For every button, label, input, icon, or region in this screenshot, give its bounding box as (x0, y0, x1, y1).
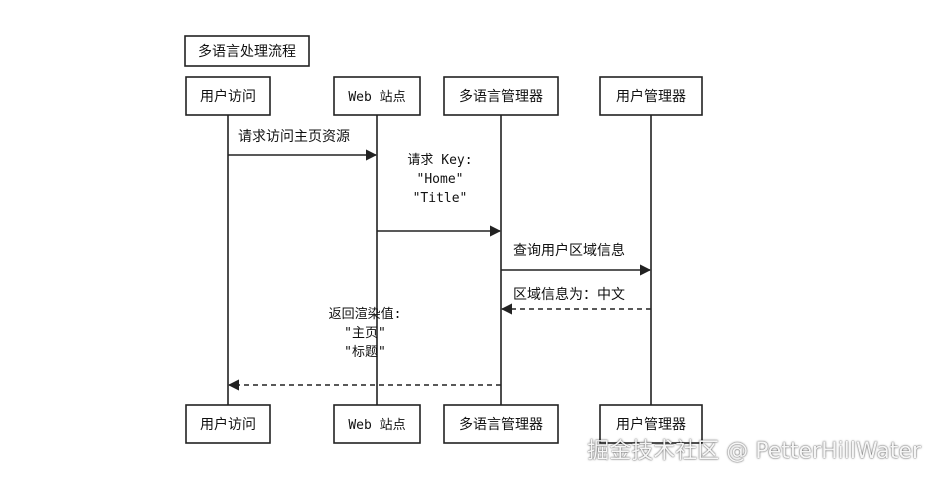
message-1: 请求访问主页资源 (228, 129, 378, 161)
watermark: 掘金技术社区 @ PetterHillWater (587, 439, 921, 464)
diagram-title: 多语言处理流程 (184, 35, 310, 67)
participant-box-web-top: Web 站点 (333, 76, 421, 116)
message-2: 请求 Key: "Home" "Title" (377, 153, 502, 237)
participant-box-usermgr-top: 用户管理器 (599, 76, 703, 116)
participant-label-i18n: 多语言管理器 (459, 416, 543, 433)
message-label-5-line-1: 返回渲染值: (329, 306, 402, 322)
diagram-title-text: 多语言处理流程 (198, 43, 296, 60)
participant-box-i18n-bottom: 多语言管理器 (443, 404, 559, 444)
message-label-4-line-1: 区域信息为：中文 (513, 286, 625, 303)
participant-box-user-bottom: 用户访问 (185, 404, 271, 444)
participant-label-usermgr: 用户管理器 (616, 416, 686, 433)
lifelines (227, 115, 652, 405)
message-5: 返回渲染值: "主页" "标题" (227, 306, 501, 391)
message-label-1-line-1: 请求访问主页资源 (238, 129, 350, 145)
participant-label-user: 用户访问 (200, 416, 256, 433)
participant-box-web-bottom: Web 站点 (333, 404, 421, 444)
participant-box-user-top: 用户访问 (185, 76, 271, 116)
participant-label-usermgr: 用户管理器 (616, 88, 686, 105)
participant-box-i18n-top: 多语言管理器 (443, 76, 559, 116)
participant-label-user: 用户访问 (200, 88, 256, 105)
message-label-2-line-1: 请求 Key: (407, 153, 472, 168)
message-label-3-line-1: 查询用户区域信息 (513, 242, 625, 259)
participant-box-usermgr-bottom: 用户管理器 (599, 404, 703, 444)
message-4: 区域信息为：中文 (500, 286, 651, 315)
participant-label-i18n: 多语言管理器 (459, 88, 543, 105)
participant-label-web: Web 站点 (348, 90, 405, 105)
message-label-5-line-3: "标题" (344, 345, 386, 360)
message-label-5-line-2: "主页" (344, 326, 386, 341)
message-label-2-line-2: "Home" (417, 172, 464, 187)
message-label-2-line-3: "Title" (413, 191, 468, 206)
message-3: 查询用户区域信息 (501, 242, 652, 276)
participant-label-web: Web 站点 (348, 418, 405, 433)
